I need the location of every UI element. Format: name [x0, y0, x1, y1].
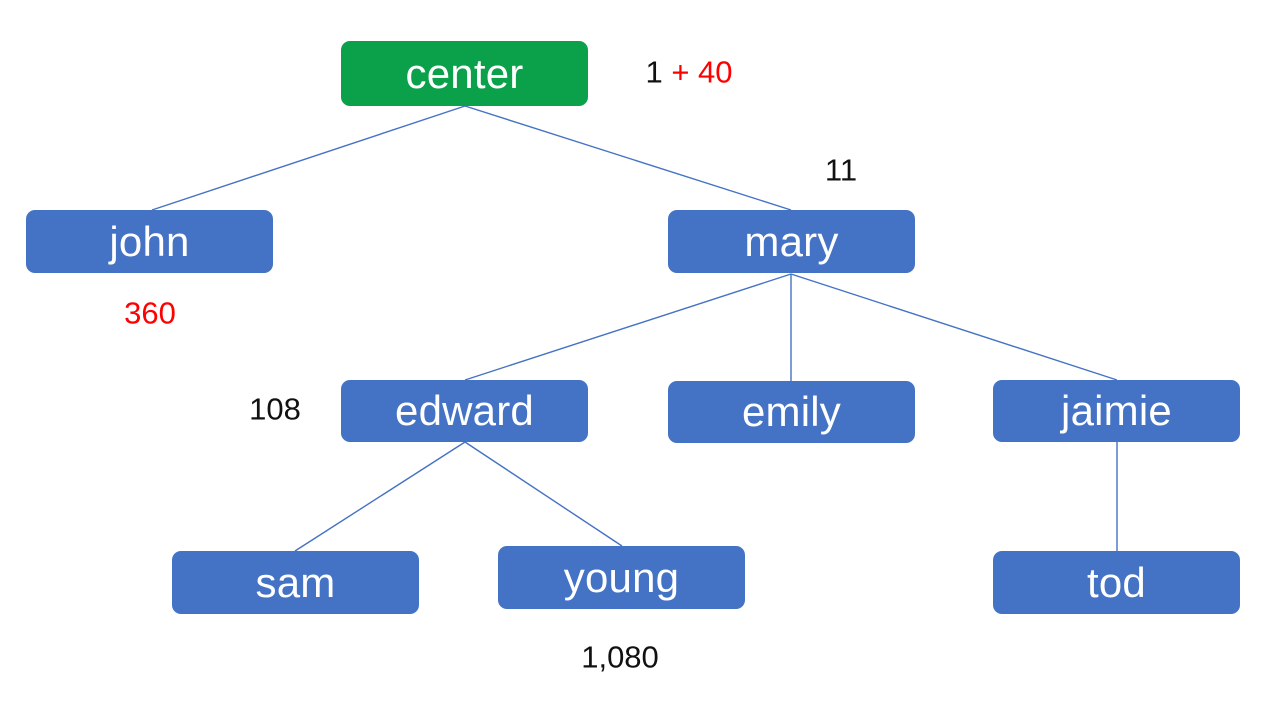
annotation-mary-count: 11	[824, 152, 858, 188]
node-label-young: young	[563, 553, 680, 601]
annotation-center-count: 1 + 40	[645, 57, 732, 88]
node-john[interactable]: john	[26, 210, 273, 273]
node-edward[interactable]: edward	[341, 380, 588, 442]
edge-edward-to-sam	[294, 441, 466, 552]
node-label-edward: edward	[395, 387, 534, 434]
node-mary[interactable]: mary	[668, 210, 915, 273]
annotation-young-count: 1,080	[581, 639, 659, 675]
edge-mary-to-edward	[464, 273, 792, 381]
node-center[interactable]: center	[341, 41, 588, 106]
node-tod[interactable]: tod	[993, 551, 1240, 614]
node-sam[interactable]: sam	[172, 551, 419, 614]
edge-center-to-john	[151, 105, 466, 211]
node-label-john: john	[109, 217, 190, 265]
node-label-center: center	[405, 49, 524, 97]
node-label-jaimie: jaimie	[1061, 387, 1172, 434]
node-emily[interactable]: emily	[668, 381, 915, 443]
edge-center-to-mary	[464, 105, 792, 211]
node-label-sam: sam	[255, 558, 336, 606]
edge-edward-to-young	[464, 441, 623, 547]
edge-mary-to-jaimie	[790, 273, 1118, 381]
annotation-center-count-segment-1: + 40	[671, 54, 733, 90]
node-label-emily: emily	[741, 388, 841, 435]
annotation-center-count-segment-0: 1	[645, 54, 672, 90]
annotation-edward-count: 108	[249, 391, 301, 427]
node-jaimie[interactable]: jaimie	[993, 380, 1240, 442]
annotation-john-count: 360	[124, 295, 176, 331]
node-label-tod: tod	[1087, 558, 1146, 606]
node-young[interactable]: young	[498, 546, 745, 609]
node-label-mary: mary	[744, 217, 839, 265]
